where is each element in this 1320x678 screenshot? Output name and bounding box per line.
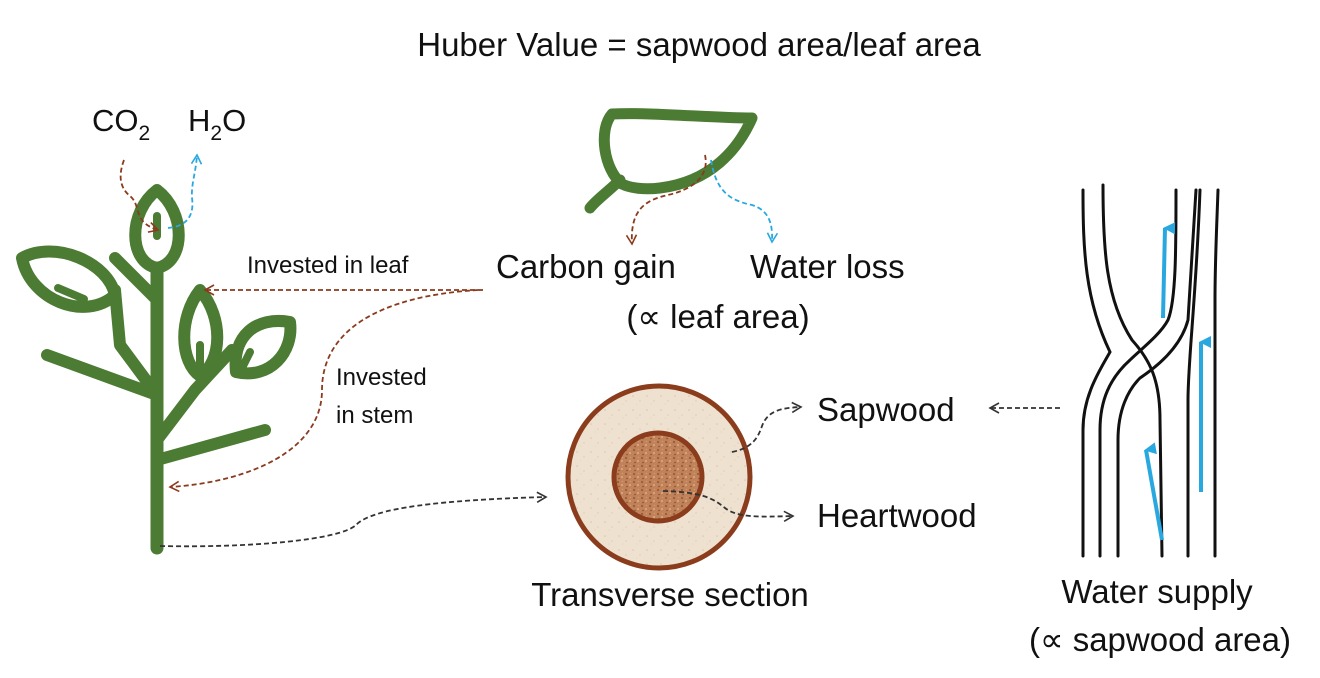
invested-in-leaf-label: Invested in leaf bbox=[247, 252, 409, 279]
sapwood-area-note: (∝ sapwood area) bbox=[1029, 621, 1291, 658]
water-flow-arrow-2 bbox=[1144, 442, 1164, 541]
heartwood-label: Heartwood bbox=[817, 497, 977, 534]
water-flow-arrows bbox=[1144, 222, 1211, 541]
plant-icon bbox=[16, 184, 297, 555]
h2o-release-arrow bbox=[167, 153, 203, 229]
water-loss-arrow bbox=[710, 159, 779, 244]
leaf-icon bbox=[584, 108, 758, 214]
water-loss-label: Water loss bbox=[750, 248, 905, 285]
h2o-label: H2O bbox=[188, 103, 246, 145]
sapwood-label: Sapwood bbox=[817, 391, 955, 428]
water-flow-arrow-1 bbox=[1161, 222, 1176, 319]
co2-uptake-arrow bbox=[119, 159, 160, 233]
carbon-gain-arrow bbox=[625, 154, 707, 246]
invested-in-stem-label-line2: in stem bbox=[336, 402, 413, 429]
carbon-gain-label: Carbon gain bbox=[496, 248, 676, 285]
water-supply-label: Water supply bbox=[1061, 573, 1253, 610]
leaf-area-note: (∝ leaf area) bbox=[626, 298, 809, 335]
transverse-section-caption: Transverse section bbox=[531, 576, 809, 613]
stem-investment-arrow bbox=[168, 289, 479, 493]
heartwood-pointer-arrow bbox=[662, 490, 795, 522]
stem-to-section-arrow bbox=[159, 491, 548, 548]
co2-label: CO2 bbox=[92, 103, 150, 145]
sapwood-pointer-arrow bbox=[731, 401, 803, 453]
diagram-title: Huber Value = sapwood area/leaf area bbox=[417, 26, 981, 63]
transverse-section-icon bbox=[565, 383, 753, 571]
xylem-vessels-icon bbox=[1081, 183, 1220, 558]
invested-in-stem-label-line1: Invested bbox=[336, 364, 427, 391]
